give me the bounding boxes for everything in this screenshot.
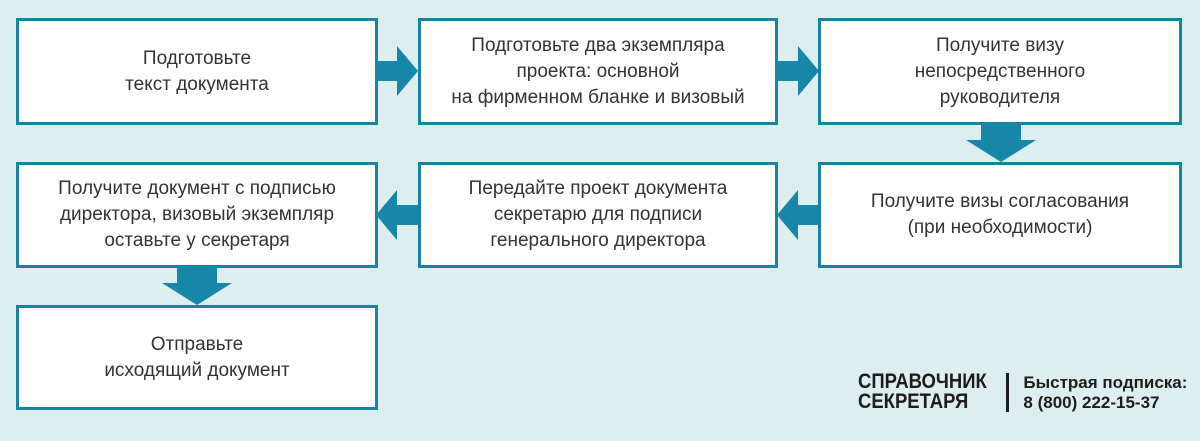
step-3-text: Получите визу — [936, 34, 1064, 56]
step-2-text: Подготовьте два экземпляра — [471, 34, 725, 56]
step-7-box: Отправьте исходящий документ — [16, 305, 378, 410]
step-3-text: непосредственного — [914, 60, 1086, 82]
step-2-text: проекта: основной — [516, 60, 680, 82]
subscription-phone: 8 (800) 222-15-37 — [1023, 393, 1160, 412]
step-2-box: Подготовьте два экземпляра проекта: осно… — [418, 18, 778, 125]
step-4-box: Получите визы согласования (при необходи… — [818, 162, 1182, 268]
subscription-label: Быстрая подписка: — [1023, 373, 1188, 392]
step-2-text: на фирменном бланке и визовый — [451, 86, 745, 108]
brand-line-1: Справочник — [858, 370, 987, 393]
arrow-left-icon — [376, 188, 418, 242]
brand-divider — [1006, 373, 1010, 412]
step-7-text: исходящий документ — [104, 359, 290, 381]
step-4-text: Получите визы согласования — [870, 191, 1130, 212]
step-1-text: текст документа — [125, 73, 269, 95]
step-7-text: Отправьте — [150, 333, 244, 355]
step-5-text: Передайте проект документа — [468, 178, 728, 199]
arrow-down-icon — [162, 267, 232, 305]
arrow-down-icon — [966, 124, 1036, 162]
step-1-box: Подготовьте текст документа — [16, 18, 378, 125]
step-4-text: (при необходимости) — [907, 217, 1093, 238]
step-6-text: Получите документ с подписью — [58, 178, 336, 199]
step-5-box: Передайте проект документа секретарю для… — [418, 162, 778, 268]
step-3-text: руководителя — [939, 86, 1061, 108]
brand-footer: Справочник Секретаря Быстрая подписка: 8… — [858, 370, 1187, 413]
arrow-left-icon — [777, 188, 819, 242]
brand-logo: Справочник Секретаря — [858, 370, 987, 413]
step-3-box: Получите визу непосредственного руководи… — [818, 18, 1182, 125]
step-5-text: генерального директора — [490, 230, 706, 251]
arrow-right-icon — [777, 44, 819, 98]
arrow-right-icon — [376, 44, 418, 98]
step-6-box: Получите документ с подписью директора, … — [16, 162, 378, 268]
step-1-text: Подготовьте — [142, 47, 252, 69]
step-6-text: директора, визовый экземпляр — [59, 204, 335, 225]
brand-line-2: Секретаря — [858, 390, 969, 413]
step-5-text: секретарю для подписи — [493, 204, 703, 225]
step-6-text: оставьте у секретаря — [104, 230, 290, 251]
subscription-block: Быстрая подписка: 8 (800) 222-15-37 — [1023, 372, 1187, 413]
